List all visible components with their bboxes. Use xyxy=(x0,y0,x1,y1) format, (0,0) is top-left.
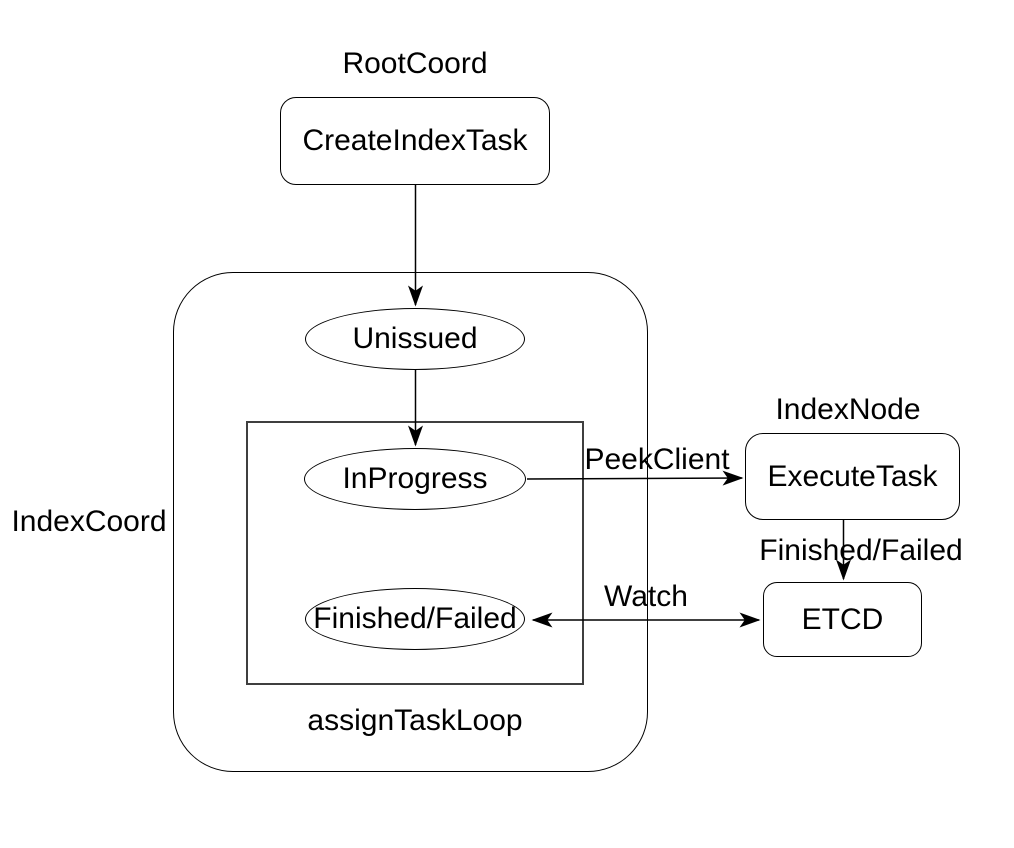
node-finished-failed-label: Finished/Failed xyxy=(313,602,517,635)
edge-label-peekclient: PeekClient xyxy=(584,443,730,476)
node-finished-failed: Finished/Failed xyxy=(305,588,525,650)
node-execute-task-label: ExecuteTask xyxy=(767,459,938,493)
node-in-progress-label: InProgress xyxy=(342,462,488,495)
node-unissued-label: Unissued xyxy=(352,322,478,355)
node-create-index-task-label: CreateIndexTask xyxy=(302,124,528,157)
node-unissued: Unissued xyxy=(305,308,525,370)
node-in-progress: InProgress xyxy=(304,448,526,510)
node-create-index-task: CreateIndexTask xyxy=(280,97,550,185)
index-coord-container xyxy=(173,272,648,772)
assign-task-loop-group-label: assignTaskLoop xyxy=(307,704,523,737)
node-etcd-label: ETCD xyxy=(801,602,884,636)
node-etcd: ETCD xyxy=(763,582,922,657)
index-node-group-label: IndexNode xyxy=(775,393,921,426)
node-execute-task: ExecuteTask xyxy=(745,433,960,520)
edge-label-finished-failed: Finished/Failed xyxy=(759,534,963,567)
root-coord-group-label: RootCoord xyxy=(342,47,488,80)
index-coord-group-label: IndexCoord xyxy=(11,505,167,538)
edge-label-watch: Watch xyxy=(604,580,688,613)
